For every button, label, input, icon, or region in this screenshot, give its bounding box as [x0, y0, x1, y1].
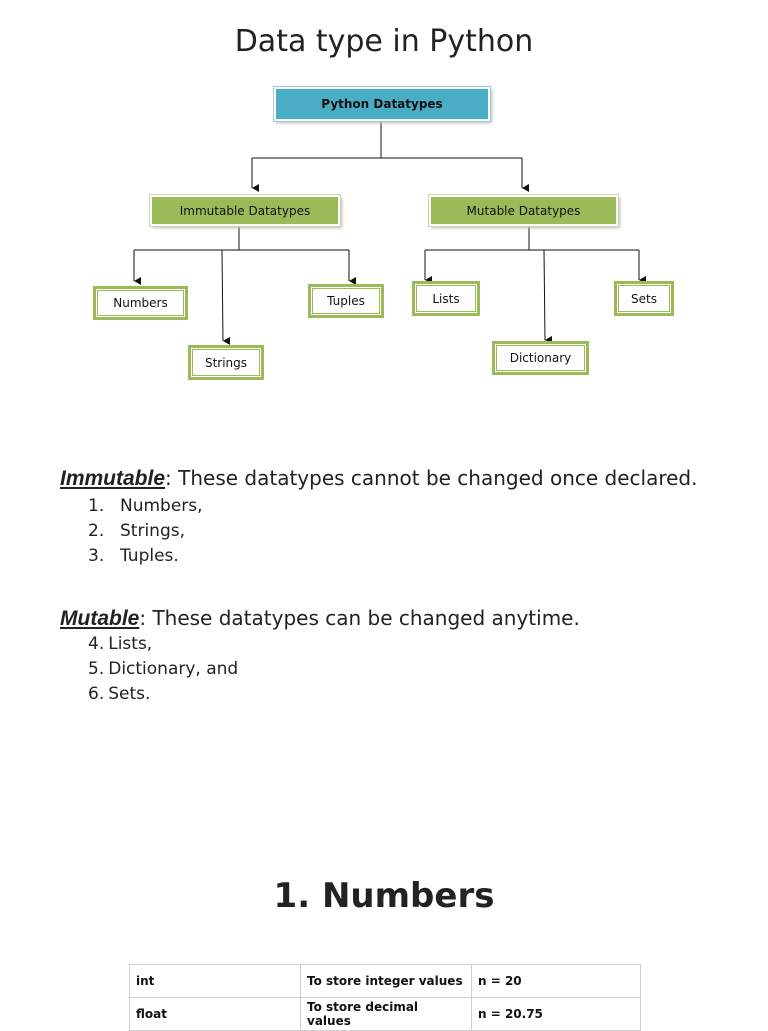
tuples-node: Tuples [308, 284, 384, 318]
list-item: 2.Strings, [88, 521, 185, 541]
immutable-description: Immutable: These datatypes cannot be cha… [60, 466, 697, 491]
table-cell: n = 20.75 [471, 997, 641, 1031]
table-row: int To store integer values n = 20 [129, 964, 641, 998]
numbers-node: Numbers [93, 286, 188, 320]
datatype-tree-connectors [133, 121, 646, 345]
list-item: 1.Numbers, [88, 496, 203, 516]
immutable-list: 1.Numbers, 2.Strings, 3.Tuples. [88, 494, 203, 569]
mutable-text: : These datatypes can be changed anytime… [139, 606, 580, 630]
python-datatypes-node: Python Datatypes [273, 86, 491, 122]
list-item: 6.Sets. [88, 684, 151, 704]
strings-node: Strings [188, 345, 264, 380]
table-cell: To store decimal values [300, 997, 472, 1031]
mutable-keyword: Mutable [60, 607, 140, 630]
list-item: 5.Dictionary, and [88, 659, 239, 679]
mutable-datatypes-node: Mutable Datatypes [428, 194, 619, 227]
sets-node: Sets [614, 281, 674, 316]
immutable-text: : These datatypes cannot be changed once… [165, 466, 698, 490]
table-row: float To store decimal values n = 20.75 [129, 997, 641, 1031]
numbers-section-heading: 1. Numbers [273, 876, 495, 916]
list-item: 4.Lists, [88, 634, 153, 654]
table-cell: int [129, 964, 301, 998]
table-cell: float [129, 997, 301, 1031]
dictionary-node: Dictionary [492, 341, 589, 375]
mutable-list: 4.Lists, 5.Dictionary, and 6.Sets. [88, 632, 238, 707]
mutable-description: Mutable: These datatypes can be changed … [60, 606, 580, 631]
list-item: 3.Tuples. [88, 546, 179, 566]
page-title: Data type in Python [234, 24, 534, 60]
lists-node: Lists [412, 281, 480, 316]
table-cell: n = 20 [471, 964, 641, 998]
immutable-keyword: Immutable [60, 467, 166, 490]
numbers-table: int To store integer values n = 20 float… [129, 964, 641, 1031]
immutable-datatypes-node: Immutable Datatypes [149, 194, 341, 227]
table-cell: To store integer values [300, 964, 472, 998]
